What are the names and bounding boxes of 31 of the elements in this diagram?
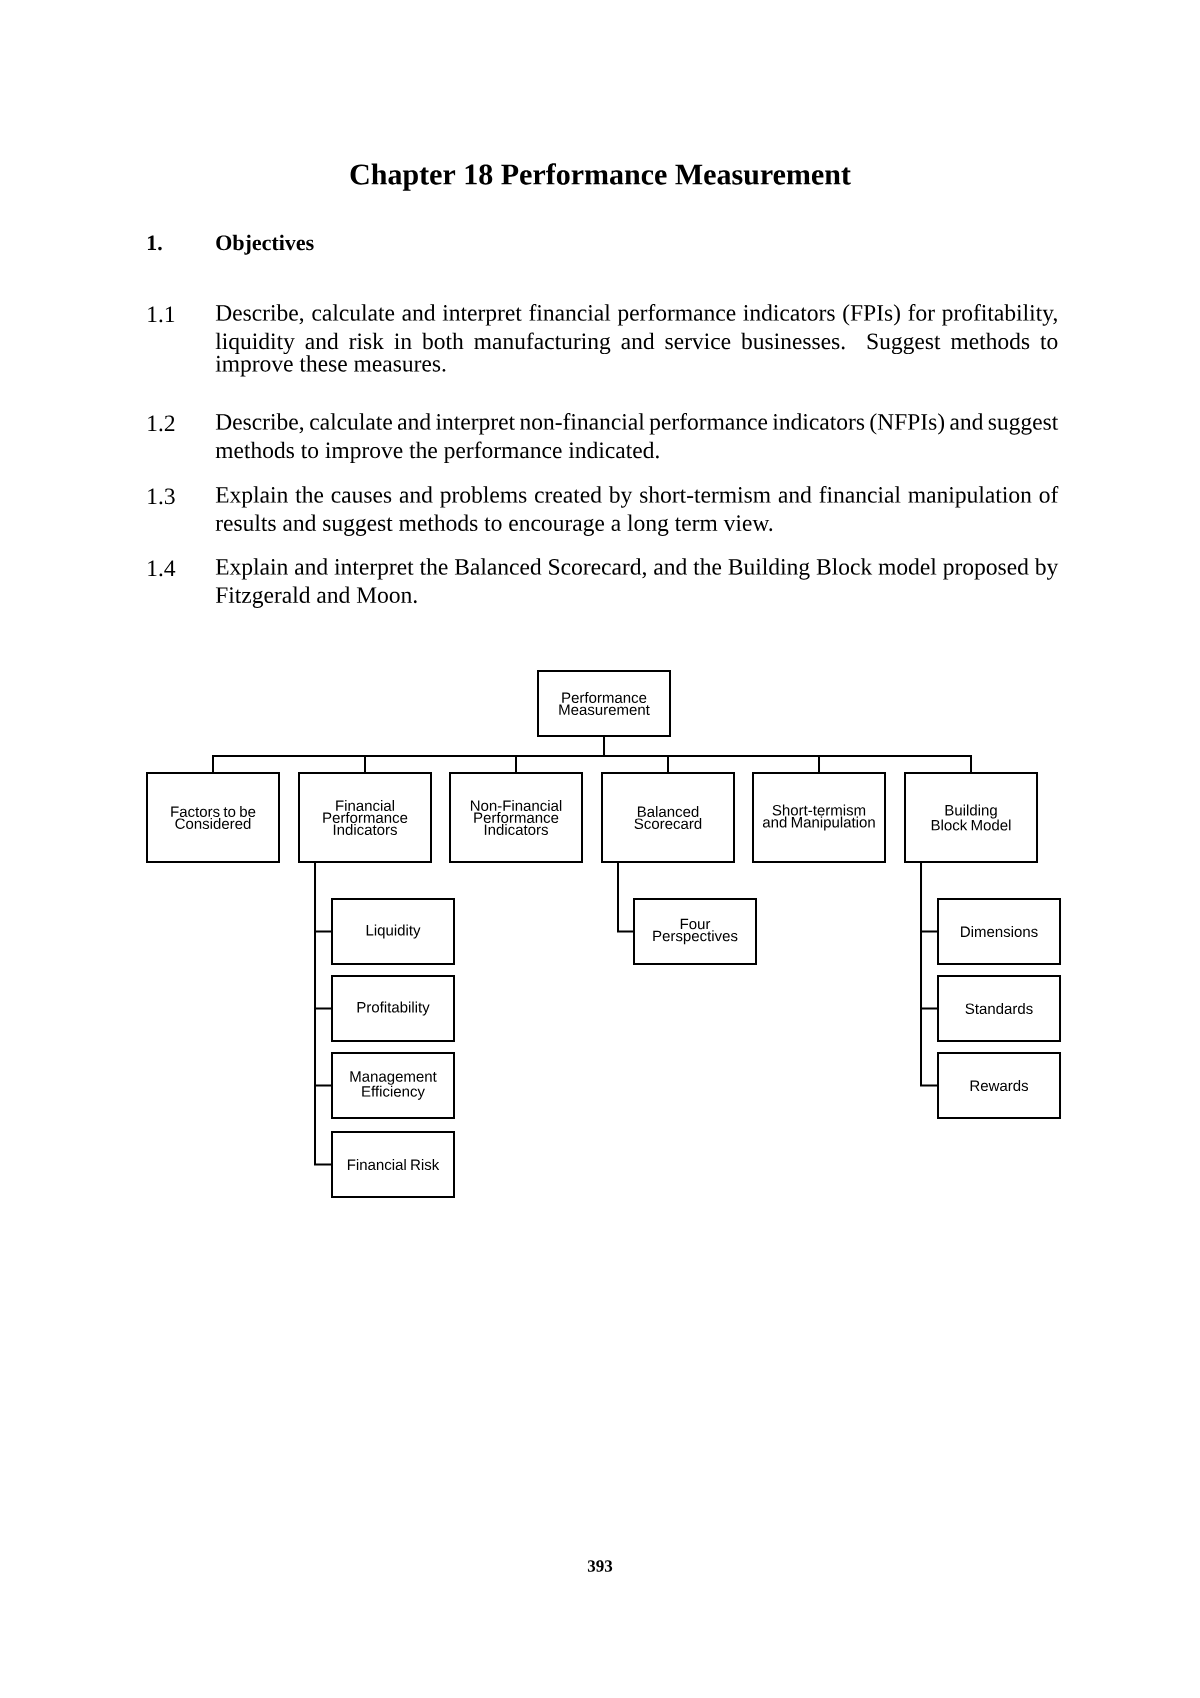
chart-box: Liquidity <box>331 898 455 965</box>
item-number: 1.1 <box>148 306 175 323</box>
chart-box: Standards <box>937 975 1061 1042</box>
chart-box: Financial Performance Indicators <box>298 772 432 863</box>
page-number: 393 <box>587 1560 613 1572</box>
chart-box: Factors to be Considered <box>146 772 280 863</box>
connector-line <box>314 860 332 1166</box>
chart-box: Short-termism and Manipulation <box>752 772 886 863</box>
objective-text: Explain and interpret the Balanced Scorecard, and the Building Block model proposed by Fitzgerald and Moon. <box>215 558 1059 608</box>
chart-box: Four Perspectives <box>633 898 757 965</box>
chart-box: Rewards <box>937 1052 1061 1119</box>
chart-box: Financial Risk <box>331 1131 455 1198</box>
chart-box: Non-Financial Performance Indicators <box>449 772 583 863</box>
item-number: 1.2 <box>148 415 175 432</box>
item-number: 1.3 <box>148 488 175 505</box>
chapter-title: Chapter 18 Performance Measurement <box>350 163 851 191</box>
section-heading: 1. <box>147 235 162 251</box>
connector-line <box>603 736 972 773</box>
item-number: 1.4 <box>148 560 176 577</box>
section-heading: Objectives <box>216 234 314 255</box>
objective-text: Explain the causes and problems created by short-termism and financial manipulation of results and suggest methods to encourage a long term view. <box>215 486 1059 536</box>
chart-box: Building Block Model <box>904 772 1038 863</box>
chart-box: Profitability <box>331 975 455 1042</box>
chart-box: Balanced Scorecard <box>601 772 735 863</box>
chart-box: Dimensions <box>937 898 1061 965</box>
chart-box: Performance Measurement <box>537 670 671 737</box>
connector-line <box>920 860 938 1087</box>
objective-text: Describe, calculate and interpret financial performance indicators (FPIs) for profitability, liquidity and risk in both manufacturing and service businesses. Suggest methods to improve these measures. <box>215 304 1058 377</box>
chart-box: Management Efficiency <box>331 1052 455 1119</box>
objective-text: Describe, calculate and interpret non-financial performance indicators (NFPIs) and suggest methods to improve the performance indicated. <box>215 413 1059 464</box>
connector-line <box>617 860 634 933</box>
